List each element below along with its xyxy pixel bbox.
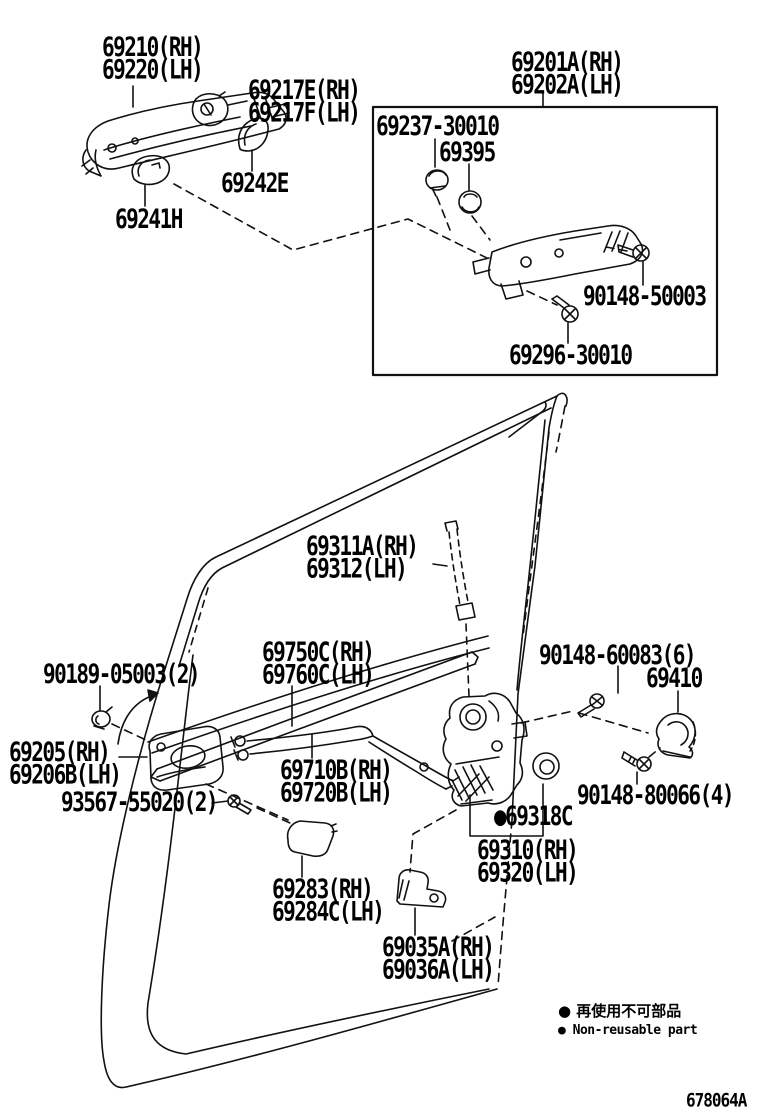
- door-panel-drawing: [100, 392, 568, 1089]
- sash-bracket-drawing: [396, 869, 447, 908]
- part-label-line: 69202A(LH): [511, 69, 624, 100]
- part-label-line: 69210(RH): [102, 32, 204, 63]
- screw-50003-drawing: [617, 244, 650, 262]
- grommet-ring-drawing: [532, 752, 560, 780]
- part-label-outside-handle: 69210(RH)69220(LH): [102, 32, 204, 85]
- part-label-line: 69710B(RH): [280, 755, 393, 786]
- part-label-line: 69237-30010: [376, 111, 500, 142]
- clip-05003-drawing: [91, 706, 113, 730]
- part-label-cable-assy: 69710B(RH)69720B(LH): [280, 755, 393, 808]
- part-label-line: 69217F(LH): [248, 97, 361, 128]
- part-label-line: 69395: [439, 137, 496, 168]
- part-label-line: 69760C(LH): [262, 659, 375, 690]
- part-label-line: 90189-05003(2): [43, 659, 201, 690]
- part-label-grommet-69395: 69395: [439, 137, 496, 168]
- part-label-line: 69035A(RH): [382, 932, 495, 963]
- part-label-line: 69720B(LH): [280, 777, 393, 808]
- part-label-line: 69205(RH): [9, 737, 111, 768]
- leader-lines: [99, 85, 679, 936]
- part-label-line: 69217E(RH): [248, 75, 361, 106]
- part-label-line: 69296-30010: [509, 340, 633, 371]
- screw-60083-drawing: [577, 693, 605, 718]
- part-label-line: 69201A(RH): [511, 47, 624, 78]
- part-label-line: 93567-55020(2): [61, 787, 219, 818]
- part-label-line: 69750C(RH): [262, 637, 375, 668]
- part-label-sash-bracket: 69035A(RH)69036A(LH): [382, 932, 495, 985]
- install-arrow: [117, 689, 159, 745]
- part-label-handle-frame-assy: 69201A(RH)69202A(LH): [511, 47, 624, 100]
- glass-run-drawing: [444, 520, 476, 697]
- part-label-patch: 69283(RH)69284C(LH): [272, 874, 385, 927]
- legend-non-reusable-jp: ● 再使用不可部品: [558, 1002, 682, 1020]
- part-label-screw-29630010: 69296-30010: [509, 340, 633, 371]
- part-label-line: 69312(LH): [306, 553, 408, 584]
- parts-box: [371, 105, 719, 377]
- part-label-line: 69310(RH): [477, 835, 579, 866]
- part-label-lock-assy: 69310(RH)69320(LH): [477, 835, 579, 888]
- figure-code: 678064A: [686, 1089, 747, 1111]
- part-label-key-cover: 69217E(RH)69217F(LH): [248, 75, 361, 128]
- part-label-line: 69220(LH): [102, 54, 204, 85]
- cable-assembly-drawing: [230, 725, 460, 790]
- part-label-screw-60083: 90148-60083(6): [539, 640, 697, 671]
- grommet-drawing: [458, 190, 482, 214]
- pad-drawing: [237, 117, 269, 152]
- clip-drawing: [425, 169, 449, 197]
- part-label-screw-50003: 90148-50003: [583, 281, 707, 312]
- part-label-handle-cover: 69241H: [115, 204, 183, 235]
- part-label-line: 90148-80066(4): [577, 780, 735, 811]
- part-label-line: 69410: [646, 663, 703, 694]
- part-label-line: 69206B(LH): [9, 759, 122, 790]
- part-label-line: 69283(RH): [272, 874, 374, 905]
- part-label-line: 69036A(LH): [382, 954, 495, 985]
- part-label-line: 90148-60083(6): [539, 640, 697, 671]
- part-label-line: 69320(LH): [477, 857, 579, 888]
- screw-80066-drawing: [621, 751, 652, 772]
- screw-55020-drawing: [227, 794, 252, 815]
- part-label-pad: 69242E: [221, 168, 289, 199]
- part-label-inside-handle: 69205(RH)69206B(LH): [9, 737, 122, 790]
- part-label-glass-run: 69311A(RH)69312(LH): [306, 531, 419, 584]
- part-label-line: 69284C(LH): [272, 896, 385, 927]
- part-label-grommet-ring: ●69318C: [494, 801, 574, 832]
- part-label-handle-frame: 69750C(RH)69760C(LH): [262, 637, 375, 690]
- part-label-clip-05003: 90189-05003(2): [43, 659, 201, 690]
- lock-assembly-drawing: [442, 692, 528, 807]
- key-cover-drawing: [191, 91, 229, 127]
- legend-non-reusable-en: ● Non-reusable part: [558, 1023, 698, 1038]
- patch-drawing: [286, 820, 338, 858]
- part-label-striker: 69410: [646, 663, 703, 694]
- inside-handle-drawing: [148, 725, 224, 791]
- part-label-line: 90148-50003: [583, 281, 707, 312]
- handle-cover-drawing: [131, 154, 171, 186]
- part-label-screw-55020: 93567-55020(2): [61, 787, 219, 818]
- dashed-leader-lines: [111, 183, 661, 942]
- screw-29630010-drawing: [551, 295, 579, 323]
- part-label-line: 69241H: [115, 204, 183, 235]
- part-label-line: 69242E: [221, 168, 289, 199]
- part-label-line: 69311A(RH): [306, 531, 419, 562]
- striker-drawing: [655, 712, 697, 759]
- part-label-screw-80066: 90148-80066(4): [577, 780, 735, 811]
- part-label-clip-30010: 69237-30010: [376, 111, 500, 142]
- part-label-line: ●69318C: [494, 801, 574, 832]
